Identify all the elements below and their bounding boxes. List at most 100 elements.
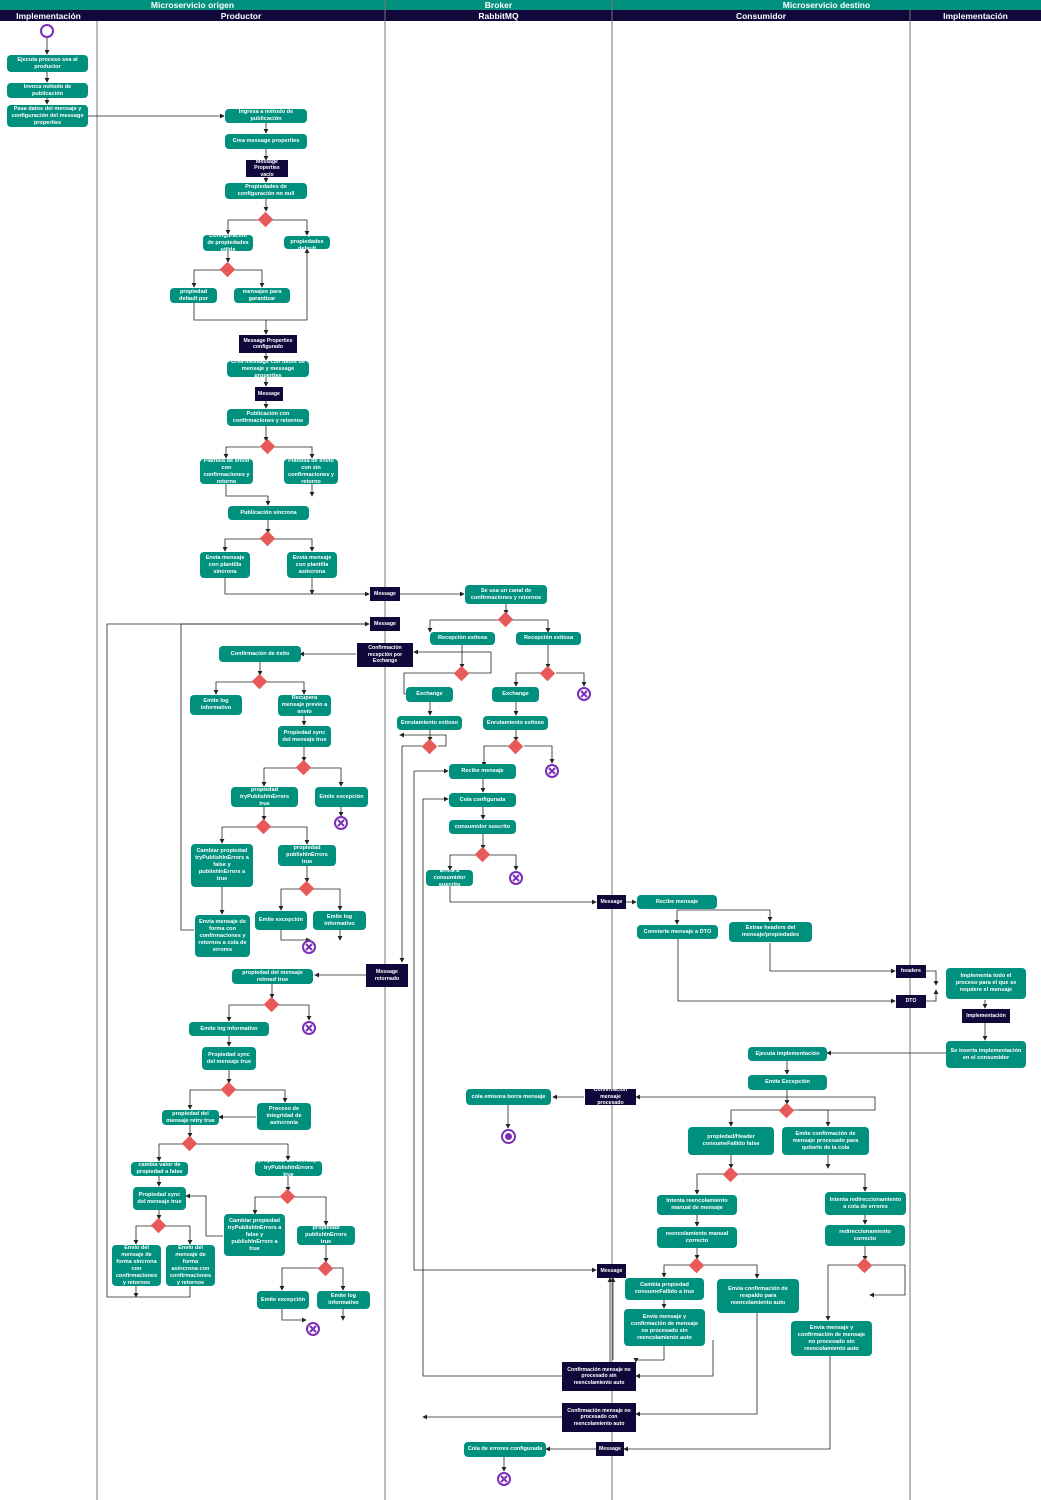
action-node: Cambia propiedad consumeFallido a true [625,1278,704,1300]
action-node: reencolamiento manual correcto [657,1227,737,1248]
action-node: Publicación síncrona [228,506,309,520]
action-node: propiedad publishInErrors true [278,845,336,866]
action-node: Emite Excepción [748,1075,827,1090]
action-node: Envía mensaje con plantilla síncrona [200,552,250,578]
action-node: Ingresa a método de publicación [225,109,307,123]
action-node: Confirmación de éxito [219,646,301,662]
action-node: Intenta reencolamiento manual de mensaje [657,1195,737,1215]
action-node: Enrutamiento exitoso [483,716,548,730]
action-node: propiedad tryPublishInErrors true [231,787,298,807]
end-node [497,1472,511,1486]
action-node: Pasa datos del mensaje y configuración d… [7,105,88,127]
action-node: Envío del mensaje de forma asíncrona con… [166,1245,215,1286]
action-node: Recepción exitosa [516,632,581,645]
action-node: Envía mensaje y confirmación de mensaje … [624,1309,705,1346]
end-node [302,940,316,954]
action-node: Propiedades de configuración no null [225,183,307,199]
action-node: Se usa un canal de confirmaciones y reto… [465,585,547,604]
lane-title-implementacion-origen: Implementación [16,11,81,21]
action-node: propiedad/Header consumeFallido false [688,1127,774,1155]
action-node: Intenta redireccionamiento a cola de err… [825,1192,906,1215]
action-node: Emite excepción [315,787,368,807]
object-node: Message [597,895,626,909]
action-node: Implementa todo el proceso para el que s… [946,968,1026,999]
action-node: Extrae headers del mensaje/propiedades [729,922,812,942]
object-node: Confirmación mensaje procesado [585,1089,636,1105]
group-title-broker: Broker [484,0,513,10]
object-node: Message Properties vacío [246,160,288,177]
lane-title-implementacion-destino: Implementación [943,11,1008,21]
action-node: Se inserta implementación en el consumid… [946,1041,1026,1068]
action-node: Emite log informativo [317,1291,370,1309]
action-node: Cola configurada [449,793,516,807]
end-node [545,764,559,778]
object-node: Message [597,1264,626,1278]
action-node: Exchange [492,687,539,702]
action-node: cola emisora borra mensaje [466,1089,551,1105]
action-node: Emite excepción [257,1291,309,1309]
action-node: Envío del mensaje de forma síncrona con … [112,1245,161,1286]
action-node: Recupera mensaje previo a envío [278,695,331,716]
action-node: Crea message properties [225,134,307,149]
action-node: Cambiar propiedad tryPublishInErrors a f… [224,1214,285,1256]
action-node: Plantilla de envío con sin confirmacione… [284,459,338,484]
action-node: Emite excepción [255,911,307,930]
action-node: Reconfigura mensajes para garantizar coh… [234,288,290,303]
action-node: Envía mensaje de forma con confirmacione… [195,915,250,957]
action-node: Publicación con confirmaciones y retorno… [227,409,309,426]
final-node [501,1129,516,1144]
action-node: Propiedad sync del mensaje true [278,726,331,747]
action-node: propiedad del mensaje retrned true [232,969,313,984]
action-node: propiedad publishInErrors true [297,1226,355,1245]
action-node: Configuración de propiedades utilds [203,235,253,251]
action-node: consumidor suscrito [449,820,516,834]
object-node: Confirmación mensaje no procesado sin re… [562,1362,636,1391]
action-node: Recibe mensaje [637,895,717,909]
object-node: headers [896,965,926,978]
action-node: Propiedad sync del mensaje true [202,1047,256,1070]
action-node: Recibe mensaje [449,764,516,779]
action-node: Emite log informativo [189,1022,269,1036]
action-node: Cola de errores configurada [464,1442,546,1457]
action-node: Ejecuta proceso sea al productor [7,55,88,72]
action-node: Plantilla de envío con confirmaciones y … [200,459,253,484]
lane-band [0,10,1041,21]
end-node [334,816,348,830]
lane-title-consumidor: Consumidor [735,11,787,21]
action-node: Recepción exitosa [430,632,495,645]
object-node: Implementación [962,1009,1010,1023]
object-node: Message [596,1442,624,1456]
action-node: Enrutamiento exitoso [397,716,462,730]
end-node [306,1322,320,1336]
end-node [509,871,523,885]
action-node: Emite log informativo [190,695,242,715]
action-node: Emite log informativo [313,911,366,930]
lane-title-rabbitmq: RabbitMQ [478,11,519,21]
action-node: Convierte mensaje a DTO [637,925,718,939]
action-node: Envía confirmación de respaldo para reen… [717,1279,799,1313]
start-node [40,24,54,38]
action-node: Cambiar propiedad tryPublishInErrors a f… [191,844,253,887]
action-node: Deja propiedades default [284,236,330,249]
action-node: Crea message con datos de mensaje y mess… [227,361,309,377]
action-node: Invoca método de publicación [7,83,88,98]
action-node: Reemplaza propiedad default por nuevas [170,288,217,303]
object-node: DTO [896,995,926,1008]
object-node: Confirmación mensaje no procesado con re… [562,1403,636,1432]
object-node: Message [370,617,400,631]
action-node: Proceso de integridad de asincronía [257,1103,311,1130]
lane-title-productor: Productor [220,11,262,21]
action-node: Envía mensaje con plantilla asíncrona [287,552,337,578]
object-node: Confirmación recepción por Exchange [357,643,413,667]
header-band [0,0,1041,10]
end-node [577,687,591,701]
object-node: Message retornado [366,964,408,987]
group-title-destino: Microservicio destino [782,0,871,10]
end-node [302,1021,316,1035]
action-node: Exchange [406,687,453,702]
action-node: Emite confirmación de mensaje procesado … [782,1127,869,1155]
action-node: propiedad del mensaje tryPublishInErrors… [255,1161,322,1176]
action-node: Envía mensaje y confirmación de mensaje … [791,1321,872,1356]
